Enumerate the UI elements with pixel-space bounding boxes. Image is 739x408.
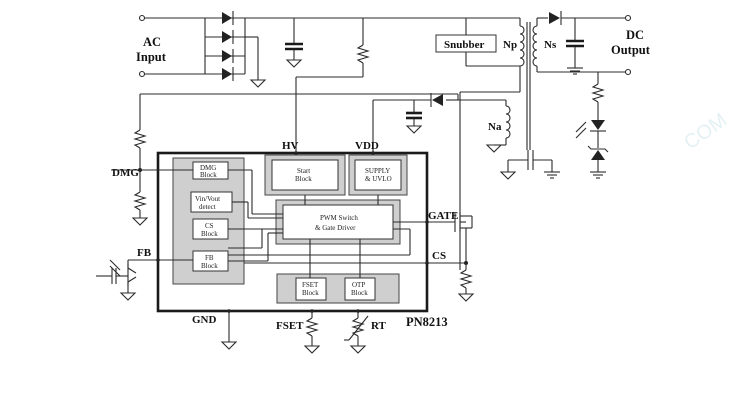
optocoupler-led: [591, 120, 605, 130]
ground-gnd: [220, 341, 238, 350]
y-capacitor: [499, 150, 560, 180]
ground-aux: [485, 144, 503, 153]
pin-node-hv: [294, 151, 298, 155]
dc-output-label-1: DC: [626, 28, 644, 42]
block-fb-2: Block: [201, 262, 218, 270]
pin-cs: CS: [432, 250, 446, 262]
pin-rt: RT: [371, 320, 387, 332]
block-cs-2: Block: [201, 230, 218, 238]
zener-diode: [591, 150, 605, 160]
pin-fb: FB: [137, 247, 152, 259]
gnd-pin-ground: [220, 311, 238, 350]
pin-node-fset: [310, 309, 314, 313]
vdd-supply-diode: [372, 93, 458, 153]
block-start-1: Start: [297, 167, 310, 175]
snubber-label: Snubber: [444, 39, 484, 51]
output-diode: [549, 12, 560, 24]
pin-node-gnd: [227, 309, 231, 313]
ac-input-label-1: AC: [143, 35, 161, 49]
bridge-rectifier: [204, 11, 267, 88]
block-start-2: Block: [295, 175, 312, 183]
bulk-capacitor: [285, 18, 303, 68]
snubber-block: Snubber: [435, 18, 520, 67]
ac-input-label-2: Input: [136, 50, 167, 64]
winding-ns-label: Ns: [544, 39, 557, 51]
rt-thermistor: [344, 311, 369, 354]
transformer-primary: Np: [459, 18, 525, 270]
pin-node-rt: [356, 309, 360, 313]
ground-bulk-cap: [285, 59, 303, 68]
block-dmg-1: DMG: [200, 164, 216, 172]
watermark: COM: [680, 109, 731, 154]
pin-fset: FSET: [276, 320, 304, 332]
fb-optotransistor: [96, 259, 158, 301]
block-vinvout-1: Vin/Vout: [195, 195, 220, 203]
ground-ycap-primary: [499, 171, 517, 180]
block-fb-1: FB: [205, 254, 214, 262]
block-vinvout-2: detect: [199, 203, 216, 211]
pin-vdd: VDD: [355, 140, 379, 152]
pin-hv: HV: [282, 140, 299, 152]
transformer-secondary: Ns: [532, 18, 598, 73]
block-otp-1: OTP: [352, 281, 365, 289]
output-capacitor: [566, 18, 584, 75]
block-supply-2: & UVLO: [365, 175, 392, 183]
block-fset-2: Block: [302, 289, 319, 297]
ac-input-section: AC Input: [136, 14, 205, 78]
ic-pn8213: PN8213 DMG Block Vin/Vout detect CS Bloc…: [156, 151, 448, 329]
block-cs-1: CS: [205, 222, 214, 230]
vdd-diode: [432, 94, 443, 106]
winding-na-label: Na: [488, 121, 502, 133]
output-feedback-chain: [575, 72, 609, 179]
diode-d4: [222, 68, 232, 80]
diode-d3: [222, 50, 232, 62]
fset-resistor: [303, 311, 321, 354]
ground-bridge: [249, 79, 267, 88]
pin-gnd: GND: [192, 314, 217, 326]
pin-gate: GATE: [428, 210, 458, 222]
ground-fset: [303, 345, 321, 354]
diode-d2: [222, 31, 232, 43]
chip-name: PN8213: [406, 315, 448, 329]
winding-np-label: Np: [503, 39, 517, 51]
pin-node-gate: [425, 220, 429, 224]
diode-d1: [222, 12, 232, 24]
startup-resistor: [356, 18, 370, 77]
ground-fb: [119, 292, 137, 301]
ground-rt: [349, 345, 367, 354]
block-supply-1: SUPPLY: [365, 167, 390, 175]
block-dmg-2: Block: [200, 171, 217, 179]
pin-node-cs: [425, 261, 429, 265]
pin-dmg: DMG: [112, 167, 139, 179]
auxiliary-winding: Na: [458, 99, 511, 153]
ground-dmg: [131, 217, 149, 226]
power-mosfet: [427, 212, 475, 302]
block-otp-2: Block: [351, 289, 368, 297]
dc-output-label-2: Output: [611, 43, 651, 57]
ground-vdd-cap: [405, 125, 423, 134]
block-fset-1: FSET: [302, 281, 319, 289]
block-pwm-2: & Gate Driver: [315, 224, 356, 232]
block-pwm-1: PWM Switch: [320, 214, 358, 222]
pin-node-vdd: [371, 151, 375, 155]
ground-cs: [457, 293, 475, 302]
pin-node-fb: [156, 258, 160, 262]
